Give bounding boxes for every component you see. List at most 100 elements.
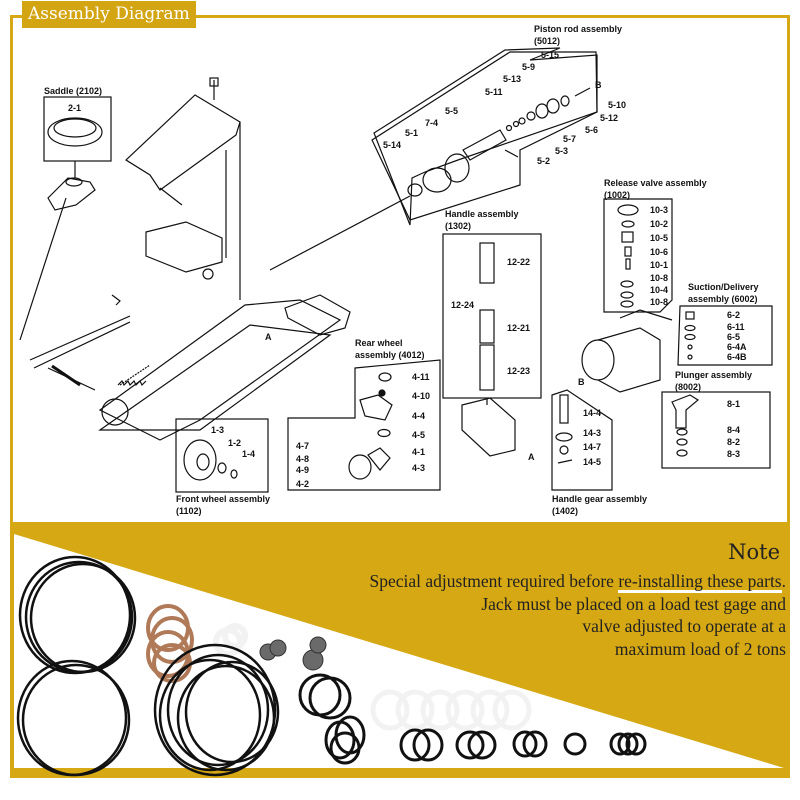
part-label: 6-11	[727, 322, 745, 332]
part-label: 5-11	[485, 87, 503, 97]
white-washer	[222, 623, 248, 649]
o-ring	[21, 663, 131, 777]
spring	[117, 379, 147, 387]
part-label: 4-11	[412, 372, 430, 382]
part-label: 5-13	[503, 74, 521, 84]
handle-box	[442, 233, 542, 399]
o-ring	[455, 730, 485, 760]
part-label: 8-2	[727, 437, 740, 447]
part-label: 1-4	[242, 449, 255, 459]
front-wheel	[183, 439, 217, 481]
part-label: 6-4A	[727, 342, 747, 352]
part-label: 6-5	[727, 332, 740, 342]
link-block	[145, 221, 223, 273]
o-ring	[29, 562, 137, 674]
handle-socket	[461, 397, 516, 457]
part-label: Release valve assembly	[604, 178, 707, 188]
part-label: 4-4	[412, 411, 425, 421]
jack-frame	[98, 299, 342, 441]
part-label: A	[265, 332, 272, 342]
piston-rod-outline	[371, 51, 598, 221]
o-ring	[512, 730, 538, 758]
part-label: (1402)	[552, 506, 578, 516]
part-label: 4-3	[412, 463, 425, 473]
white-seal	[395, 689, 435, 731]
o-ring	[329, 731, 361, 765]
o-ring	[166, 653, 270, 767]
rear-cover	[284, 294, 351, 336]
o-ring	[563, 732, 587, 756]
part-label: 1-3	[211, 425, 224, 435]
part-label: 5-5	[445, 106, 458, 116]
part-label: 14-3	[583, 428, 601, 438]
front-roller	[101, 398, 129, 426]
part-label: 12-24	[451, 300, 474, 310]
part-label: Handle assembly	[445, 209, 519, 219]
part-label: 12-21	[507, 323, 530, 333]
part-label: 2-1	[68, 103, 81, 113]
part-label: Suction/Delivery	[688, 282, 759, 292]
part-label: 8-4	[727, 425, 740, 435]
white-seal	[445, 689, 485, 731]
saddle-bracket	[47, 177, 96, 211]
part-label: 1-2	[228, 438, 241, 448]
part-label: 10-8	[650, 273, 668, 283]
section-title: Assembly Diagram	[22, 1, 196, 28]
part-label: 7-4	[425, 118, 438, 128]
part-label: (8002)	[675, 382, 701, 392]
part-label: 6-4B	[727, 352, 747, 362]
kit-background	[14, 534, 784, 768]
part-label: Plunger assembly	[675, 370, 752, 380]
plunger-box	[661, 391, 771, 469]
part-label: 5-9	[522, 62, 535, 72]
part-label: 5-12	[600, 113, 618, 123]
front-wheel-box	[175, 418, 269, 493]
saddle-part	[47, 117, 103, 147]
part-label: 4-8	[296, 454, 309, 464]
lift-arm	[125, 94, 241, 191]
note-line: Special adjustment required before re-in…	[369, 571, 786, 591]
o-ring	[617, 732, 639, 756]
part-label: 4-2	[296, 479, 309, 489]
o-ring	[184, 660, 280, 764]
part-label: Piston rod assembly	[534, 24, 622, 34]
o-ring	[412, 728, 444, 762]
white-seal	[370, 689, 410, 731]
o-ring	[625, 732, 647, 756]
note-text: Special adjustment required before re-in…	[226, 570, 786, 660]
part-label: 4-10	[412, 391, 430, 401]
part-label: 4-7	[296, 441, 309, 451]
o-ring	[609, 732, 631, 756]
part-label: 5-1	[405, 128, 418, 138]
plunger	[671, 394, 700, 429]
part-label: (1002)	[604, 190, 630, 200]
part-label: 10-3	[650, 205, 668, 215]
assembly-diagram-frame	[10, 15, 790, 522]
part-label: 6-2	[727, 310, 740, 320]
o-ring	[153, 643, 277, 777]
part-label: 10-8	[650, 297, 668, 307]
part-label: 14-5	[583, 457, 601, 467]
note-line: valve adjusted to operate at a	[582, 616, 786, 637]
white-seal	[470, 689, 510, 731]
part-label: assembly (4012)	[355, 350, 425, 360]
part-label: B	[578, 377, 585, 387]
saddle-box	[43, 96, 112, 162]
steel-ball	[309, 636, 327, 654]
handle-gear-box	[551, 389, 613, 491]
part-label: 5-6	[585, 125, 598, 135]
part-label: 14-4	[583, 408, 601, 418]
part-label: 5-7	[563, 134, 576, 144]
part-label: 8-1	[727, 399, 740, 409]
suction-delivery-box	[677, 305, 773, 366]
part-label: 10-2	[650, 219, 668, 229]
part-label: 8-3	[727, 449, 740, 459]
part-label: 4-9	[296, 465, 309, 475]
part-label: 10-5	[650, 233, 668, 243]
part-label: Saddle (2102)	[44, 86, 102, 96]
o-ring	[158, 658, 262, 772]
part-label: assembly (6002)	[688, 294, 758, 304]
